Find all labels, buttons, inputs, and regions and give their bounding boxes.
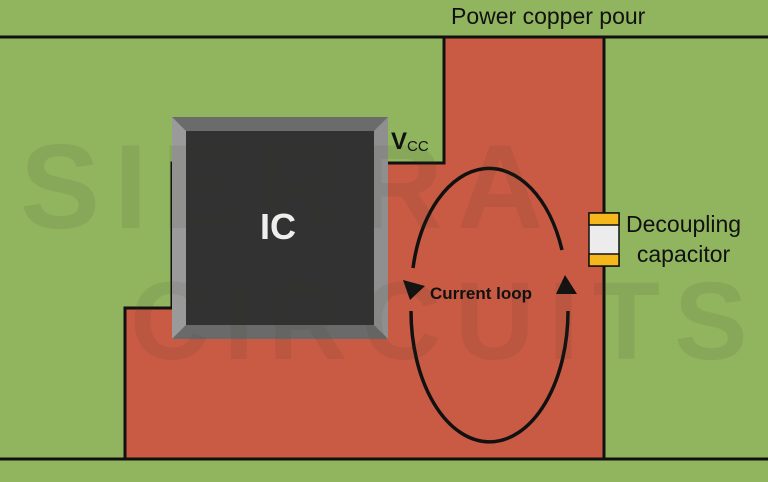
current-loop-label: Current loop bbox=[430, 284, 532, 303]
capacitor-label: Decoupling capacitor bbox=[626, 209, 741, 269]
vcc-subscript: CC bbox=[407, 138, 429, 155]
ic-label: IC bbox=[260, 206, 296, 247]
power-copper-pour-label: Power copper pour bbox=[451, 3, 646, 29]
arrow-up-right-icon bbox=[556, 275, 577, 294]
watermark-sierra: SIERRA bbox=[20, 120, 558, 254]
vcc-label: VCC bbox=[391, 128, 429, 156]
ic-chip bbox=[172, 117, 388, 339]
vcc-main: V bbox=[391, 128, 408, 155]
arrow-down-left-icon bbox=[403, 280, 425, 300]
capacitor-label-line2: capacitor bbox=[636, 241, 731, 267]
decoupling-capacitor bbox=[588, 212, 620, 267]
capacitor-label-line1: Decoupling bbox=[626, 211, 742, 237]
current-loop-arrows bbox=[409, 166, 570, 444]
watermark-circuits: CIRCUITS bbox=[130, 260, 762, 383]
